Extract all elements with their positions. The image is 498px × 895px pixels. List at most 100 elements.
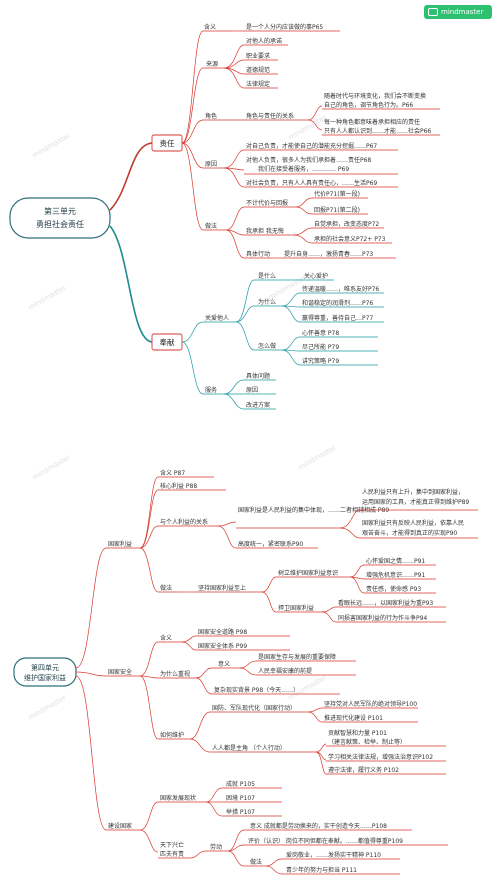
node-everyone-duty-1: 天下兴亡	[160, 841, 184, 849]
node-concrete-action: 具体行动	[246, 250, 270, 258]
leaf-ns-system: 国家安全体系 P99	[198, 642, 247, 650]
node-ni-concentrated: 国家利益是人民利益的集中体现，……二者相辅相成 P89	[238, 506, 389, 514]
edge	[189, 711, 211, 740]
edge	[223, 67, 245, 75]
leaf-meaning-1: 是一个人分内应该做的事P65	[246, 23, 323, 31]
node-ns-defense: 国防、军队现代化（国家行动）	[212, 704, 296, 712]
node-core-interest: 核心利益 P88	[160, 482, 197, 490]
edge	[195, 667, 213, 679]
edge	[227, 829, 245, 852]
edge	[281, 336, 301, 351]
leaf-how-1: 心怀善意 P78	[302, 329, 339, 337]
watermark: mindmaster	[31, 454, 72, 482]
leaf-role-1a: 随着时代与环境变化，我们会不断变换	[324, 92, 426, 100]
leaf-ev-1a: 贡献智慧和力量 P101	[328, 729, 387, 737]
watermark: mindmaster	[297, 444, 338, 472]
edge	[339, 509, 361, 529]
node-what-is: 是什么	[258, 272, 276, 280]
edge	[223, 59, 245, 69]
leaf-ni-2b: 艰苦奋斗，才能得到真正的实现P90	[362, 529, 457, 537]
edge	[293, 227, 313, 236]
leaf-df-1: 看眼长远……，以国家利益为重P93	[338, 599, 433, 607]
leaf-role-2b: 只有人人都认识到……才能……社会P66	[324, 127, 431, 135]
edge	[139, 547, 159, 593]
edge	[265, 865, 283, 875]
node-ni-awareness: 树立维护国家利益意识	[278, 569, 338, 577]
edge	[195, 677, 213, 695]
node-ni-defend: 捍卫国家利益	[278, 604, 314, 612]
root-node-unit4-line1: 第四单元	[31, 663, 59, 672]
edge	[307, 711, 323, 723]
leaf-reason-2a: 对他人负责，很多人为我们承担着……责任P68	[246, 156, 371, 164]
watermark: mindmaster	[31, 132, 72, 160]
leaf-ni-2a: 国家利益只有反映人民利益，依靠人民	[362, 519, 464, 527]
node-ni-personal: 与个人利益的关系	[160, 518, 208, 526]
node-ns-everyone: 人人都是主角 （个人行动）	[212, 744, 286, 752]
leaf-ni-1a: 人民利益只有上升，集中到国家利益，	[362, 488, 464, 496]
leaf-ev-1b: （建言献策、检举、制止等）	[328, 738, 406, 746]
leaf-reason-3: 对社会负责，只有人人具有责任心，……生活P69	[246, 179, 377, 187]
edge	[181, 635, 197, 643]
root-node-unit3-line2: 勇担社会责任	[36, 219, 84, 229]
leaf-action: 提升自身……，激扬青春……P73	[284, 250, 373, 258]
node-reason: 原因	[205, 161, 217, 168]
leaf-aw-2: 增强危机意识……P91	[366, 571, 425, 579]
edge	[235, 305, 255, 323]
leaf-why-1: 传递温暖……，唯系友好P76	[302, 285, 379, 293]
edge	[339, 527, 361, 539]
edge	[223, 67, 245, 89]
edge	[217, 521, 237, 527]
node-why: 为什么	[258, 298, 276, 306]
leaf-return: 回报P71(第二段)	[314, 206, 360, 214]
leaf-ns-sig-1: 是国家生存与发展的重要保障	[258, 653, 336, 661]
edge	[321, 606, 337, 613]
node-ni-meaning: 含义 P87	[160, 469, 185, 477]
edge	[181, 67, 204, 144]
edge	[75, 547, 107, 669]
mindmaster-logo-icon	[428, 8, 438, 16]
watermark: mindmaster	[27, 284, 68, 312]
leaf-role-1b: 自己的角色，调节角色行为。P66	[324, 101, 413, 109]
edge	[205, 787, 223, 803]
node-no-cost: 不计代价与回报	[246, 199, 288, 207]
edge	[225, 206, 245, 231]
edge	[239, 667, 257, 676]
edge	[223, 44, 245, 69]
node-care-others: 关爱他人	[205, 314, 229, 322]
node-practice-1: 做法	[205, 222, 217, 230]
edge	[307, 105, 323, 121]
edge	[217, 525, 237, 549]
edge	[181, 30, 204, 144]
leaf-ev-3: 遵守法律，履行义务 P102	[328, 766, 399, 774]
edge	[281, 292, 301, 307]
edge	[295, 197, 313, 208]
leaf-status-1: 成就 P105	[226, 780, 255, 788]
edge	[181, 142, 204, 169]
leaf-labor-1: 爱岗敬业，……发扬实干精神 P110	[286, 851, 381, 859]
edge	[75, 675, 107, 831]
node-labor: 劳动	[210, 843, 222, 851]
leaf-source-3: 道德规范	[246, 66, 270, 74]
edge	[261, 576, 277, 593]
leaf-reason-1: 对自己负责，才能使自己的潜能充分挖掘……P67	[246, 142, 377, 150]
edge	[307, 119, 323, 131]
leaf-df-2: 同损害国家利益的行为作斗争P94	[338, 614, 427, 622]
leaf-why-2: 和谐稳定的润滑剂……P76	[302, 299, 373, 307]
node-meaning-1: 含义	[204, 23, 216, 31]
leaf-reason-2b: 我们在接受着服务，………… P69	[258, 165, 349, 173]
edge	[293, 234, 313, 244]
branch-build-nation: 建设国家	[108, 822, 132, 830]
node-ns-significance: 意义	[218, 660, 230, 668]
leaf-bear-1: 自觉承担，改变态度P72	[314, 220, 379, 228]
edge	[139, 641, 159, 677]
edge-root-dedication	[109, 225, 153, 343]
edge	[181, 119, 204, 144]
node-labor-practice: 做法	[250, 858, 262, 866]
branch-national-interest: 国家利益	[108, 540, 132, 548]
leaf-role-2a: 每一种角色都意味着承担相应的责任	[324, 118, 420, 126]
leaf-labor-2: 青少年的努力与担当 P111	[286, 866, 357, 874]
root-node-unit3-box	[9, 197, 111, 239]
root-node-unit4-line2: 维护国家利益	[24, 673, 66, 682]
leaf-status-3: 举措 P107	[226, 808, 255, 816]
